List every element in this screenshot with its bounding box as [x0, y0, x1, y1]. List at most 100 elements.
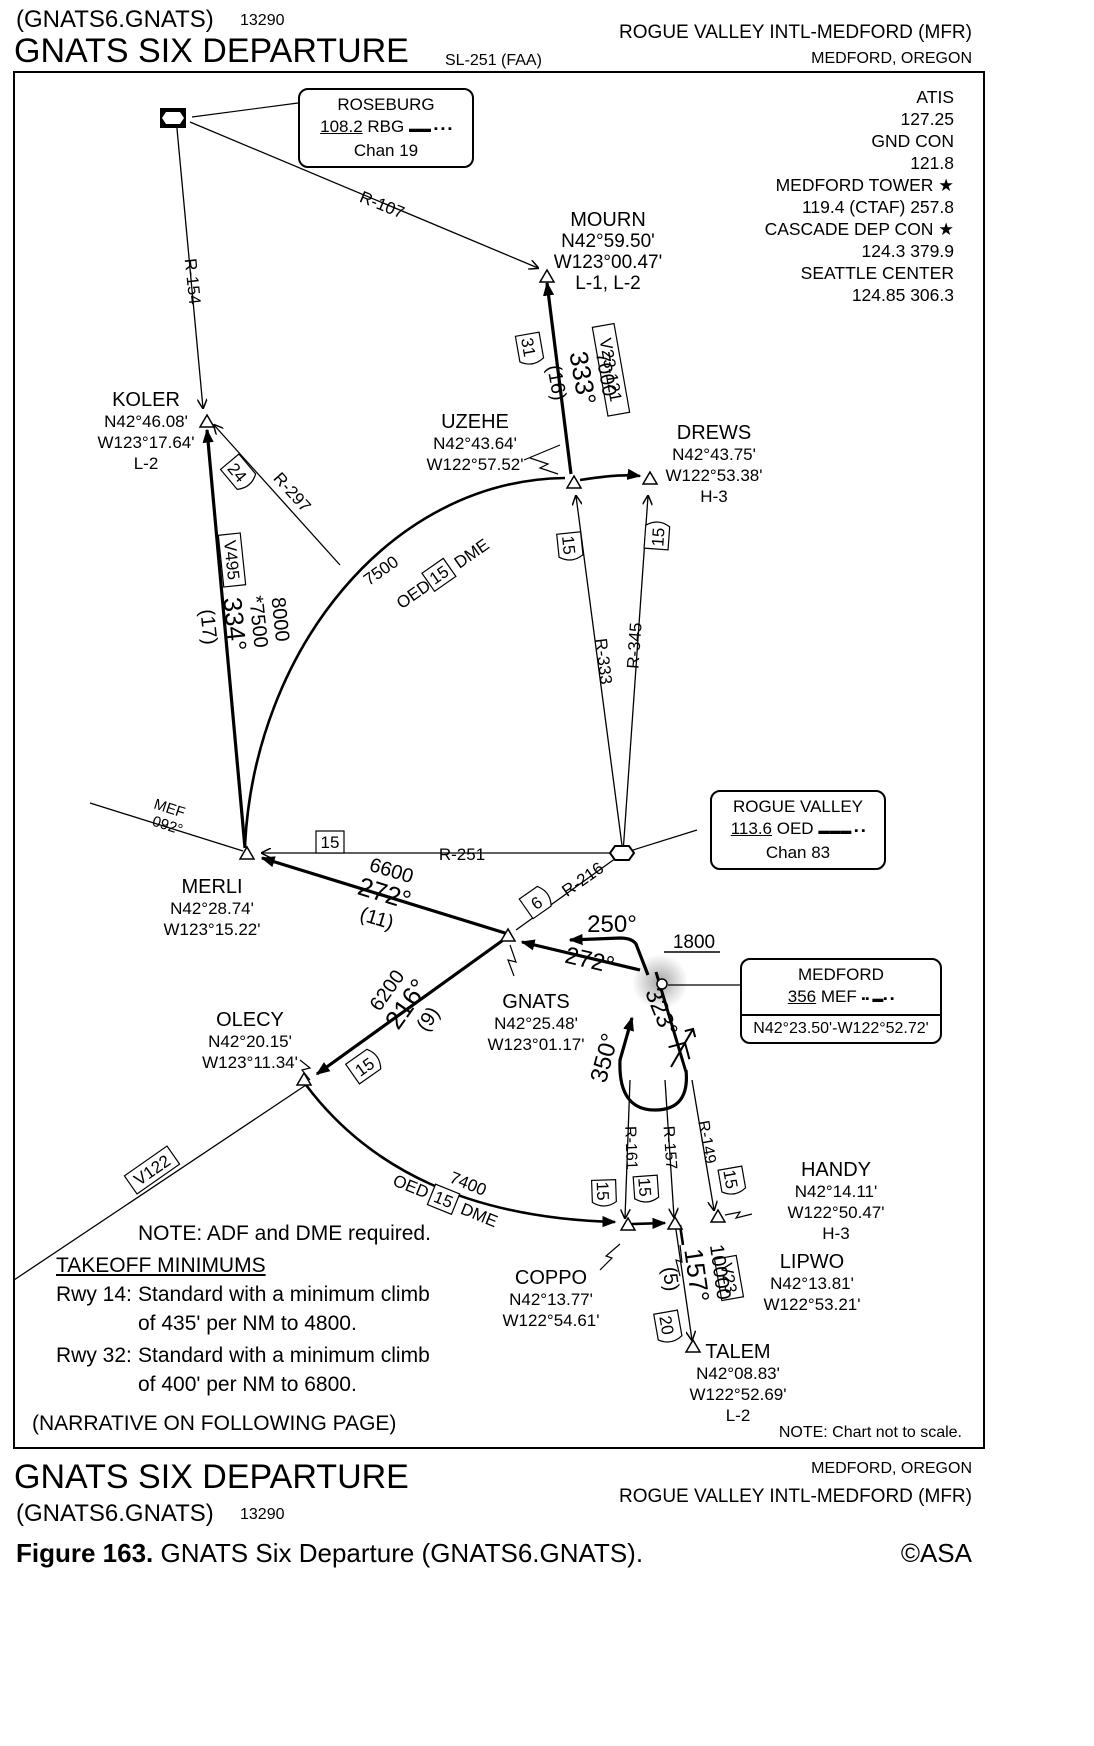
- talem-leg-label: 10000 157° (5): [658, 1243, 735, 1304]
- airport-aircraft-icon: [668, 1027, 697, 1068]
- lipwo-fix-label: LIPWO N42°13.81' W122°53.21': [752, 1252, 872, 1315]
- talem-leg-dist: (5): [658, 1265, 683, 1292]
- olecy-fix-label: OLECY N42°20.15' W123°11.34': [190, 1010, 310, 1073]
- roseburg-freq: 108.2: [320, 117, 363, 136]
- koler-lat: N42°46.08': [104, 412, 188, 431]
- r161-bearing: [625, 1079, 631, 1218]
- koler-leg-alt: 8000: [266, 596, 293, 643]
- v23-box: V23: [713, 1254, 745, 1302]
- v495-label: V495: [220, 539, 243, 580]
- medford-ndb-icon: [656, 978, 668, 990]
- merli-route: [260, 856, 506, 935]
- drews-chart: H-3: [700, 487, 728, 506]
- r333-label: R-333: [591, 637, 616, 685]
- turn-1800-label: 1800: [673, 932, 715, 953]
- turn-250-label: 250°: [587, 911, 637, 938]
- footer-airport: ROGUE VALLEY INTL-MEDFORD (MFR): [619, 1486, 972, 1507]
- r345-dme-label: 15: [648, 527, 668, 547]
- south-arc-prefix: OED: [390, 1171, 431, 1202]
- rogue-valley-freq-row: 113.6 OED ▬▬▬ ▪ ▪: [720, 818, 876, 842]
- figure-caption: Figure 163. GNATS Six Departure (GNATS6.…: [16, 1538, 643, 1569]
- coppo-squiggle: [599, 1243, 621, 1271]
- mourn-fix-icon: [538, 268, 556, 283]
- uzehe-squiggle: [529, 457, 559, 475]
- takeoff-minimums-title: TAKEOFF MINIMUMS: [56, 1254, 266, 1277]
- medford-morse: ▪▪ ▬▪ ▪: [861, 993, 895, 1005]
- r149-dme-box: 15: [717, 1165, 747, 1195]
- roseburg-navaid-box: ROSEBURG 108.2 RBG ▬▬ ▪ ▪ ▪ Chan 19: [298, 88, 474, 168]
- roseburg-ident: RBG: [367, 117, 405, 136]
- r154-radial: [175, 117, 203, 408]
- koler-fix-icon: [198, 413, 216, 428]
- koler-lon: W123°17.64': [97, 433, 195, 452]
- footer-city: MEDFORD, OREGON: [811, 1460, 972, 1477]
- roseburg-vortac-icon: [160, 108, 186, 128]
- olecy-lon: W123°11.34': [202, 1053, 298, 1072]
- freq-line: 121.8: [910, 153, 954, 173]
- roseburg-freq-row: 108.2 RBG ▬▬ ▪ ▪ ▪: [308, 116, 464, 140]
- uzehe-name: UZEHE: [441, 411, 509, 433]
- koler-fix-label: KOLER N42°46.08' W123°17.64' L-2: [86, 390, 206, 474]
- lipwo-name: LIPWO: [779, 1251, 845, 1273]
- handy-lon: W122°50.47': [787, 1203, 885, 1222]
- south-arc-suffix: DME: [458, 1199, 500, 1231]
- handy-chart: H-3: [822, 1224, 850, 1243]
- talem-name: TALEM: [705, 1341, 771, 1363]
- mourn-dme-box: 31: [514, 331, 545, 365]
- freq-line: ATIS: [916, 87, 954, 107]
- freq-line: 119.4 (CTAF) 257.8: [801, 197, 954, 217]
- merli-leg-label: 6600 272° (11): [354, 854, 415, 934]
- medford-ident: MEF: [820, 987, 857, 1006]
- talem-fix-icon: [684, 1338, 702, 1353]
- rogue-valley-morse: ▬▬▬ ▪ ▪: [818, 825, 866, 837]
- drews-name: DREWS: [676, 422, 752, 444]
- olecy-fix-icon: [295, 1071, 313, 1086]
- drews-dme-box: 15: [643, 521, 671, 551]
- r345-radial: [622, 496, 648, 854]
- handy-squiggle: [724, 1211, 753, 1219]
- r154-label: R-154: [181, 257, 205, 305]
- mourn-leg-dist: (16): [542, 363, 570, 402]
- south-dme-arc: [304, 1084, 617, 1228]
- r149-bearing: [691, 1079, 714, 1210]
- koler-chart: L-2: [133, 454, 159, 473]
- north-arc-label: 7500 OED 15 DME: [360, 535, 492, 613]
- talem-fix-label: TALEM N42°08.83' W122°52.69' L-2: [678, 1342, 798, 1426]
- r251-label: R-251: [439, 845, 485, 864]
- r107-label: R-107: [357, 187, 407, 222]
- merli-fix-label: MERLI N42°28.74' W123°15.22': [152, 877, 272, 940]
- roseburg-chan: Chan 19: [353, 141, 419, 160]
- talem-dme-label: 20: [655, 1314, 677, 1336]
- gnats-lat: N42°25.48': [494, 1014, 578, 1033]
- uzehe-fix-icon: [565, 474, 583, 489]
- chart-id: SL-251 (FAA): [445, 52, 542, 69]
- drews-route: [579, 468, 642, 482]
- koler-name: KOLER: [112, 389, 180, 411]
- olecy-dme-box: 15: [344, 1048, 382, 1085]
- merli-name: MERLI: [181, 876, 243, 898]
- rogue-valley-name: ROGUE VALLEY: [732, 797, 864, 816]
- uzehe-dme-box: 15: [556, 531, 584, 561]
- r149-label: R-149: [694, 1119, 718, 1165]
- uzehe-lat: N42°43.64': [433, 434, 517, 453]
- lipwo-fix-icon: [666, 1215, 684, 1230]
- rwy32-text-2: of 400' per NM to 6800.: [138, 1373, 357, 1396]
- talem-leg: [674, 1222, 692, 1340]
- rwy14-text-1: Standard with a minimum climb: [138, 1283, 430, 1306]
- scale-note: NOTE: Chart not to scale.: [778, 1424, 962, 1441]
- airport-name: ROGUE VALLEY INTL-MEDFORD (MFR): [619, 22, 972, 43]
- turn-250-route: [568, 933, 650, 976]
- koler-leg-label: 8000 *7500 334° (17): [195, 595, 293, 653]
- r161-dme-label: 15: [593, 1181, 613, 1201]
- talem-chart: L-2: [725, 1406, 751, 1425]
- figure-number: Figure 163.: [16, 1538, 154, 1568]
- rwy14-text-2: of 435' per NM to 4800.: [138, 1312, 357, 1335]
- mourn-chart: L-1, L-2: [575, 273, 641, 294]
- rwy32-272-route: [520, 939, 641, 972]
- footer-procedure-title: GNATS SIX DEPARTURE: [14, 1458, 409, 1496]
- freq-line: 124.85 306.3: [851, 285, 954, 305]
- talem-lon: W122°52.69': [689, 1385, 787, 1404]
- merli-lon: W123°15.22': [163, 920, 261, 939]
- rogue-valley-chan: Chan 83: [765, 843, 831, 862]
- freq-line: 127.25: [900, 109, 954, 129]
